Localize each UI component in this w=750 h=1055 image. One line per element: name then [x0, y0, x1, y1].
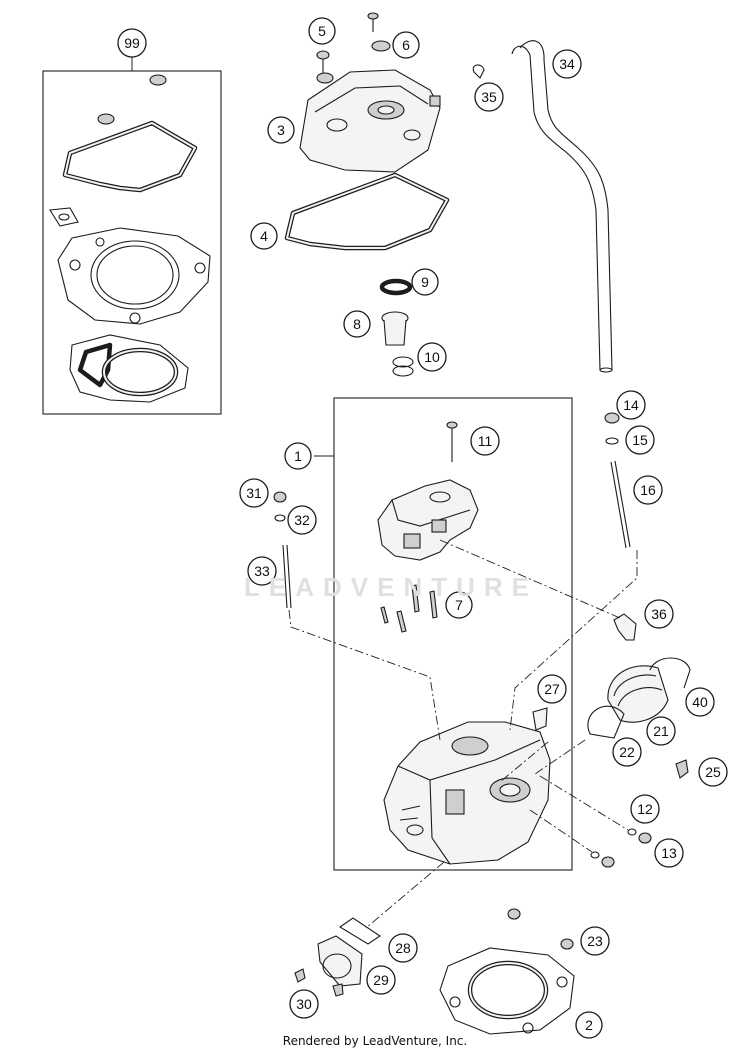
intake-group	[532, 657, 691, 779]
svg-text:31: 31	[246, 485, 262, 501]
callout-15: 15	[625, 425, 655, 455]
svg-text:33: 33	[254, 563, 270, 579]
svg-text:7: 7	[455, 597, 463, 613]
svg-text:2: 2	[585, 1017, 593, 1033]
svg-text:14: 14	[623, 397, 639, 413]
callout-2: 2	[575, 1011, 603, 1039]
svg-text:10: 10	[424, 349, 440, 365]
studs-group	[273, 412, 631, 609]
leader-lines	[131, 57, 334, 457]
svg-text:32: 32	[294, 512, 310, 528]
svg-text:12: 12	[637, 801, 653, 817]
svg-text:22: 22	[619, 744, 635, 760]
callout-29: 29	[366, 965, 396, 995]
callout-21: 21	[646, 716, 676, 746]
callout-34: 34	[552, 49, 582, 79]
watermark: LEADVENTURE	[244, 572, 539, 602]
svg-text:4: 4	[260, 228, 268, 244]
svg-text:27: 27	[544, 681, 560, 697]
callout-30: 30	[289, 989, 319, 1019]
svg-text:40: 40	[692, 694, 708, 710]
svg-text:36: 36	[651, 606, 667, 622]
svg-text:3: 3	[277, 122, 285, 138]
svg-text:5: 5	[318, 23, 326, 39]
callout-12: 12	[630, 794, 660, 824]
svg-text:16: 16	[640, 482, 656, 498]
callout-28: 28	[388, 933, 418, 963]
cylinder-head-frame	[333, 397, 573, 871]
svg-text:23: 23	[587, 933, 603, 949]
callout-6: 6	[392, 31, 420, 59]
callout-31: 31	[239, 478, 269, 508]
camshaft-bridge-group	[377, 421, 479, 561]
svg-text:25: 25	[705, 764, 721, 780]
callout-8: 8	[343, 310, 371, 338]
callout-27: 27	[537, 674, 567, 704]
callout-11: 11	[470, 426, 500, 456]
svg-text:34: 34	[559, 56, 575, 72]
callout-14: 14	[616, 390, 646, 420]
breather-hose-group	[472, 40, 613, 373]
footer-credit: Rendered by LeadVenture, Inc.	[282, 1034, 468, 1048]
callout-16: 16	[633, 475, 663, 505]
valve-cover-group	[284, 12, 450, 377]
callout-40: 40	[685, 687, 715, 717]
assembly-lines	[288, 539, 638, 929]
callout-32: 32	[287, 505, 317, 535]
callout-9: 9	[411, 268, 439, 296]
svg-text:28: 28	[395, 940, 411, 956]
valve-parts-group	[380, 584, 438, 633]
svg-text:30: 30	[296, 996, 312, 1012]
lower-parts-group	[294, 908, 575, 1035]
svg-text:6: 6	[402, 37, 410, 53]
callout-99: 99	[117, 28, 147, 58]
svg-text:11: 11	[478, 433, 493, 449]
svg-text:29: 29	[373, 972, 389, 988]
callout-10: 10	[417, 342, 447, 372]
svg-text:35: 35	[481, 89, 497, 105]
gasket-kit-group	[49, 74, 211, 403]
callout-33: 33	[247, 556, 277, 586]
callout-3: 3	[267, 116, 295, 144]
callout-1: 1	[284, 442, 312, 470]
svg-text:9: 9	[421, 274, 429, 290]
callout-35: 35	[474, 82, 504, 112]
callout-22: 22	[612, 737, 642, 767]
svg-text:1: 1	[294, 448, 302, 464]
svg-text:13: 13	[661, 845, 677, 861]
cylinder-head-group	[383, 721, 652, 868]
callout-36: 36	[644, 599, 674, 629]
callout-7: 7	[445, 591, 473, 619]
sensor-part	[613, 613, 637, 641]
svg-text:21: 21	[653, 723, 669, 739]
svg-text:99: 99	[124, 35, 140, 51]
callout-5: 5	[308, 17, 336, 45]
callout-13: 13	[654, 838, 684, 868]
svg-text:15: 15	[632, 432, 648, 448]
svg-text:8: 8	[353, 316, 361, 332]
callout-23: 23	[580, 926, 610, 956]
callout-25: 25	[698, 757, 728, 787]
callout-4: 4	[250, 222, 278, 250]
